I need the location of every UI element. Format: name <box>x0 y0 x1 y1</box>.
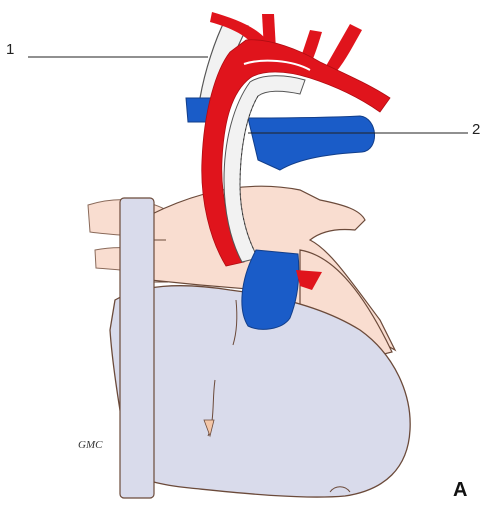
artist-initials: GMC <box>78 439 103 451</box>
panel-letter: A <box>453 479 467 501</box>
callout-label-2: 2 <box>472 121 480 138</box>
callout-label-1: 1 <box>6 41 14 58</box>
